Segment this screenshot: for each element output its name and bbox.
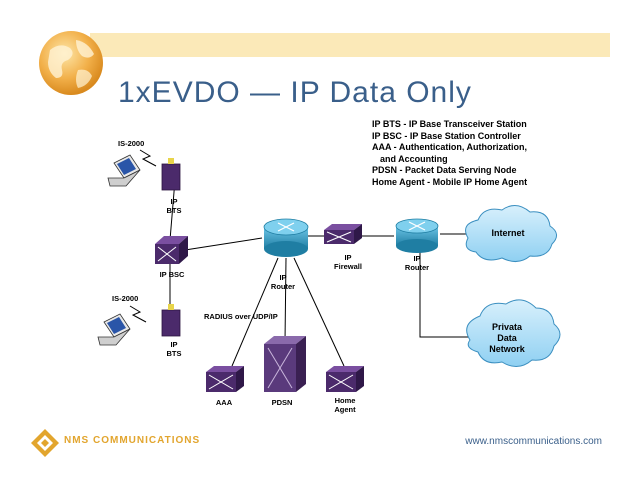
legend-item-home-agent: Home Agent - Mobile IP Home Agent — [372, 176, 528, 187]
label-router-center: IP Router — [270, 273, 296, 291]
label-bsc: IP BSC — [159, 270, 185, 279]
ip-router-icon-right — [395, 218, 439, 253]
label-router-right: IP Router — [404, 254, 430, 272]
pdsn-server-icon — [264, 336, 306, 392]
legend-item-bts: IP BTS - IP Base Transceiver Station — [372, 119, 527, 129]
aaa-server-icon — [206, 366, 244, 392]
private-network-cloud-icon — [466, 299, 561, 367]
nms-logo-icon — [31, 429, 59, 457]
label-pdsn: PDSN — [271, 398, 293, 407]
label-aaa: AAA — [215, 398, 233, 407]
label-is2000-bottom: IS-2000 — [112, 294, 139, 303]
title-band — [90, 33, 610, 57]
legend-item-pdsn: PDSN - Packet Data Serving Node — [372, 165, 517, 175]
link-router-ha — [293, 257, 345, 367]
internet-cloud-icon — [465, 205, 557, 262]
label-bts-top: IP BTS — [166, 197, 182, 215]
label-radius: RADIUS over UDP/IP — [204, 312, 278, 321]
laptop-icon-top — [107, 154, 141, 187]
laptop-icon-bottom — [97, 313, 131, 346]
radio-link-icon-top — [139, 149, 157, 167]
radio-link-icon-bottom — [129, 305, 147, 323]
legend-item-aaa-cont: and Accounting — [380, 153, 448, 164]
ip-bsc-icon — [155, 236, 188, 264]
connection-lines — [169, 179, 470, 367]
ip-bts-icon-top — [161, 158, 181, 191]
legend: IP BTS - IP Base Transceiver Station IP … — [372, 119, 527, 188]
label-private-network: Privata Data Network — [489, 322, 525, 354]
label-is2000-top: IS-2000 — [118, 139, 145, 148]
link-router-private — [419, 252, 470, 338]
link-router-aaa — [231, 257, 279, 367]
slide-title: 1xEVDO — IP Data Only — [118, 76, 472, 109]
ip-firewall-icon — [324, 224, 362, 244]
ip-router-icon-center — [263, 218, 309, 257]
ip-bts-icon-bottom — [161, 304, 181, 337]
nms-logo-text: NMS COMMUNICATIONS — [64, 435, 201, 446]
globe-icon — [39, 31, 103, 95]
link-bsc-router — [184, 237, 263, 251]
legend-item-aaa: AAA - Authentication, Authorization, — [372, 142, 527, 152]
label-home-agent: Home Agent — [334, 396, 356, 414]
link-router-pdsn — [284, 257, 287, 343]
label-firewall: IP Firewall — [334, 253, 362, 271]
label-bts-bottom: IP BTS — [166, 340, 182, 358]
home-agent-icon — [326, 366, 364, 392]
label-internet: Internet — [491, 228, 525, 238]
footer-url: www.nmscommunications.com — [465, 436, 602, 447]
legend-item-bsc: IP BSC - IP Base Station Controller — [372, 130, 521, 141]
